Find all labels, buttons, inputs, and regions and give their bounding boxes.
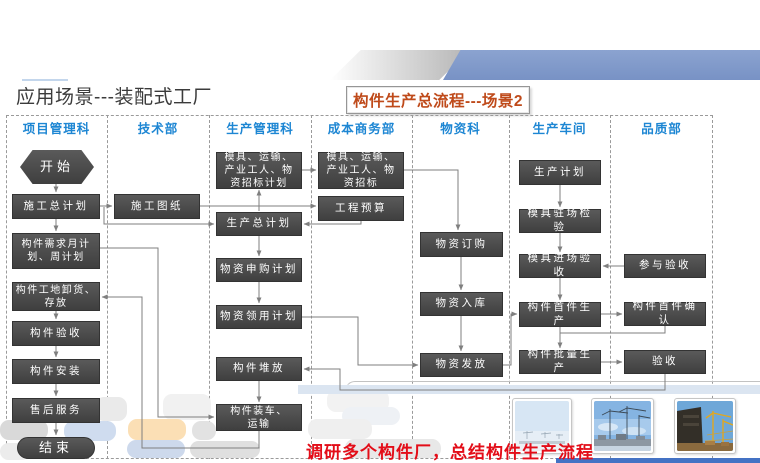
decor-pill bbox=[308, 419, 372, 439]
bottom-note: 调研多个构件厂，总结构件生产流程 bbox=[306, 443, 594, 462]
decor-pill bbox=[128, 419, 186, 440]
decor-line bbox=[22, 79, 68, 81]
photo-tower-cranes-city bbox=[591, 398, 654, 454]
lane-header-workshop: 生产车间 bbox=[532, 122, 587, 136]
lane-header-materials: 物资科 bbox=[440, 122, 481, 136]
flow-node-bidding-plan: 模具、运输、产业工人、物资招标计划 bbox=[216, 152, 302, 189]
decor-pill bbox=[327, 390, 389, 412]
flow-node-component-demand-plan: 构件需求月计划、周计划 bbox=[12, 233, 100, 269]
swimlane-table bbox=[6, 115, 713, 459]
flow-node-component-installation: 构件安装 bbox=[12, 359, 100, 384]
flow-node-production-plan: 生产计划 bbox=[519, 160, 601, 185]
flow-node-project-budget: 工程预算 bbox=[318, 196, 404, 221]
decor-pill bbox=[127, 440, 185, 458]
lane-divider bbox=[509, 115, 510, 459]
lane-header-quality-dept: 品质部 bbox=[641, 122, 682, 136]
photo-yellow-cranes-site bbox=[674, 398, 736, 454]
banner-blue-parallelogram bbox=[443, 50, 760, 80]
lane-header-tech-dept: 技术部 bbox=[137, 122, 179, 136]
decor-pill bbox=[0, 420, 48, 440]
flow-node-construction-drawings: 施工图纸 bbox=[114, 194, 200, 219]
flow-node-site-unloading-storage: 构件工地卸货、存放 bbox=[12, 282, 100, 311]
footer-band bbox=[298, 385, 760, 394]
flow-node-material-requisition-plan: 物资领用计划 bbox=[216, 305, 302, 329]
lane-header-production-mgmt: 生产管理科 bbox=[226, 122, 294, 136]
photo-distant-tower-cranes bbox=[512, 398, 572, 454]
flow-node-participate-acceptance: 参与验收 bbox=[624, 254, 706, 278]
decor-pill bbox=[192, 421, 216, 440]
flow-node-bidding: 模具、运输、产业工人、物资招标 bbox=[318, 152, 404, 189]
flow-node-mold-onsite-inspection: 模具驻场检验 bbox=[519, 207, 601, 233]
flow-node-component-acceptance: 构件验收 bbox=[12, 321, 100, 346]
flow-node-after-sales-service: 售后服务 bbox=[12, 398, 100, 423]
flow-node-construction-master-plan: 施工总计划 bbox=[12, 194, 100, 219]
lane-divider bbox=[412, 115, 413, 459]
flow-node-material-purchase-plan: 物资申购计划 bbox=[216, 258, 302, 282]
flow-node-component-stacking: 构件堆放 bbox=[216, 357, 302, 381]
scene-tag-box: 构件生产总流程---场景2 bbox=[346, 86, 530, 114]
flow-node-batch-production: 构件批量生产 bbox=[519, 348, 601, 374]
flow-node-first-article-confirmation: 构件首件确认 bbox=[624, 300, 706, 326]
lane-divider bbox=[311, 115, 312, 459]
page-title: 应用场景---装配式工厂 bbox=[16, 87, 212, 108]
flow-node-material-warehousing: 物资入库 bbox=[420, 292, 503, 316]
flow-node-loading-transport: 构件装车、运输 bbox=[216, 404, 302, 431]
flow-node-start: 开始 bbox=[20, 150, 94, 184]
flow-node-production-master-plan: 生产总计划 bbox=[216, 212, 302, 236]
flow-node-first-article-production: 构件首件生产 bbox=[519, 301, 601, 327]
decor-pill bbox=[190, 441, 260, 458]
lane-divider bbox=[610, 115, 611, 459]
decor-pill bbox=[345, 439, 441, 458]
flow-node-material-ordering: 物资订购 bbox=[420, 232, 503, 257]
lane-header-project-mgmt: 项目管理科 bbox=[22, 122, 91, 136]
decor-pill bbox=[163, 394, 211, 420]
flow-node-end: 结束 bbox=[17, 437, 95, 459]
footer-accent-bar bbox=[556, 458, 760, 463]
flow-node-mold-entry-acceptance: 模具进场验收 bbox=[519, 252, 601, 278]
flow-node-acceptance: 验收 bbox=[624, 350, 706, 374]
lane-header-cost-commerce: 成本商务部 bbox=[327, 122, 396, 136]
flow-node-material-issuing: 物资发放 bbox=[420, 353, 503, 377]
